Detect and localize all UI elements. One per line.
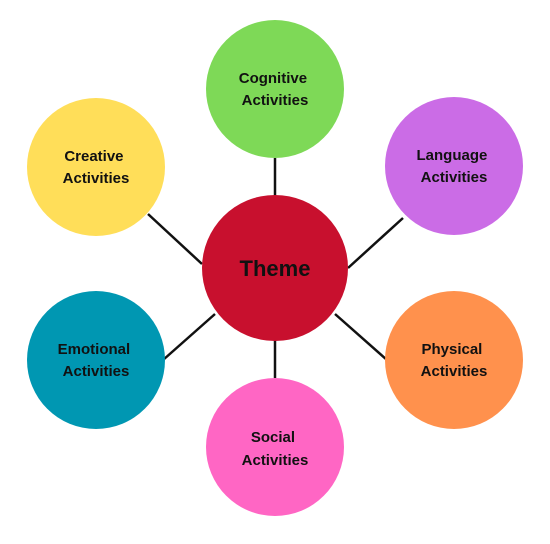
connector-emotional: [162, 313, 216, 361]
node-social-line1: Social: [251, 429, 295, 446]
connector-physical: [334, 313, 388, 361]
node-social-line2: Activities: [242, 452, 309, 469]
node-social-circle: [206, 378, 344, 516]
node-creative-line1: Creative: [64, 148, 123, 165]
node-emotional-label: Emotional Activities: [58, 341, 135, 380]
node-cognitive-line1: Cognitive: [239, 70, 307, 87]
connector-language: [347, 217, 404, 269]
node-social: Social Activities: [206, 378, 344, 516]
connector-creative: [147, 213, 203, 265]
node-cognitive-line2: Activities: [242, 92, 309, 109]
node-emotional-line2: Activities: [63, 363, 130, 380]
node-cognitive-circle: [206, 20, 344, 158]
node-creative-line2: Activities: [63, 170, 130, 187]
node-creative-circle: [27, 98, 165, 236]
node-physical: Physical Activities: [385, 291, 523, 429]
node-emotional-circle: [27, 291, 165, 429]
node-emotional: Emotional Activities: [27, 291, 165, 429]
node-language-line2: Activities: [421, 169, 488, 186]
node-cognitive: Cognitive Activities: [206, 20, 344, 158]
node-creative-label: Creative Activities: [63, 148, 130, 187]
node-language-circle: [385, 97, 523, 235]
node-language: Language Activities: [385, 97, 523, 235]
center-node-label: Theme: [240, 256, 311, 281]
node-social-label: Social Activities: [242, 429, 309, 469]
node-cognitive-label: Cognitive Activities: [239, 70, 312, 109]
node-language-line1: Language: [416, 147, 487, 164]
node-physical-circle: [385, 291, 523, 429]
center-node: Theme: [202, 195, 348, 341]
node-language-label: Language Activities: [416, 147, 491, 186]
node-physical-line2: Activities: [421, 363, 488, 380]
node-emotional-line1: Emotional: [58, 341, 131, 358]
node-physical-label: Physical Activities: [421, 341, 488, 380]
center-node-circle: [202, 195, 348, 341]
node-creative: Creative Activities: [27, 98, 165, 236]
node-physical-line1: Physical: [421, 341, 482, 358]
